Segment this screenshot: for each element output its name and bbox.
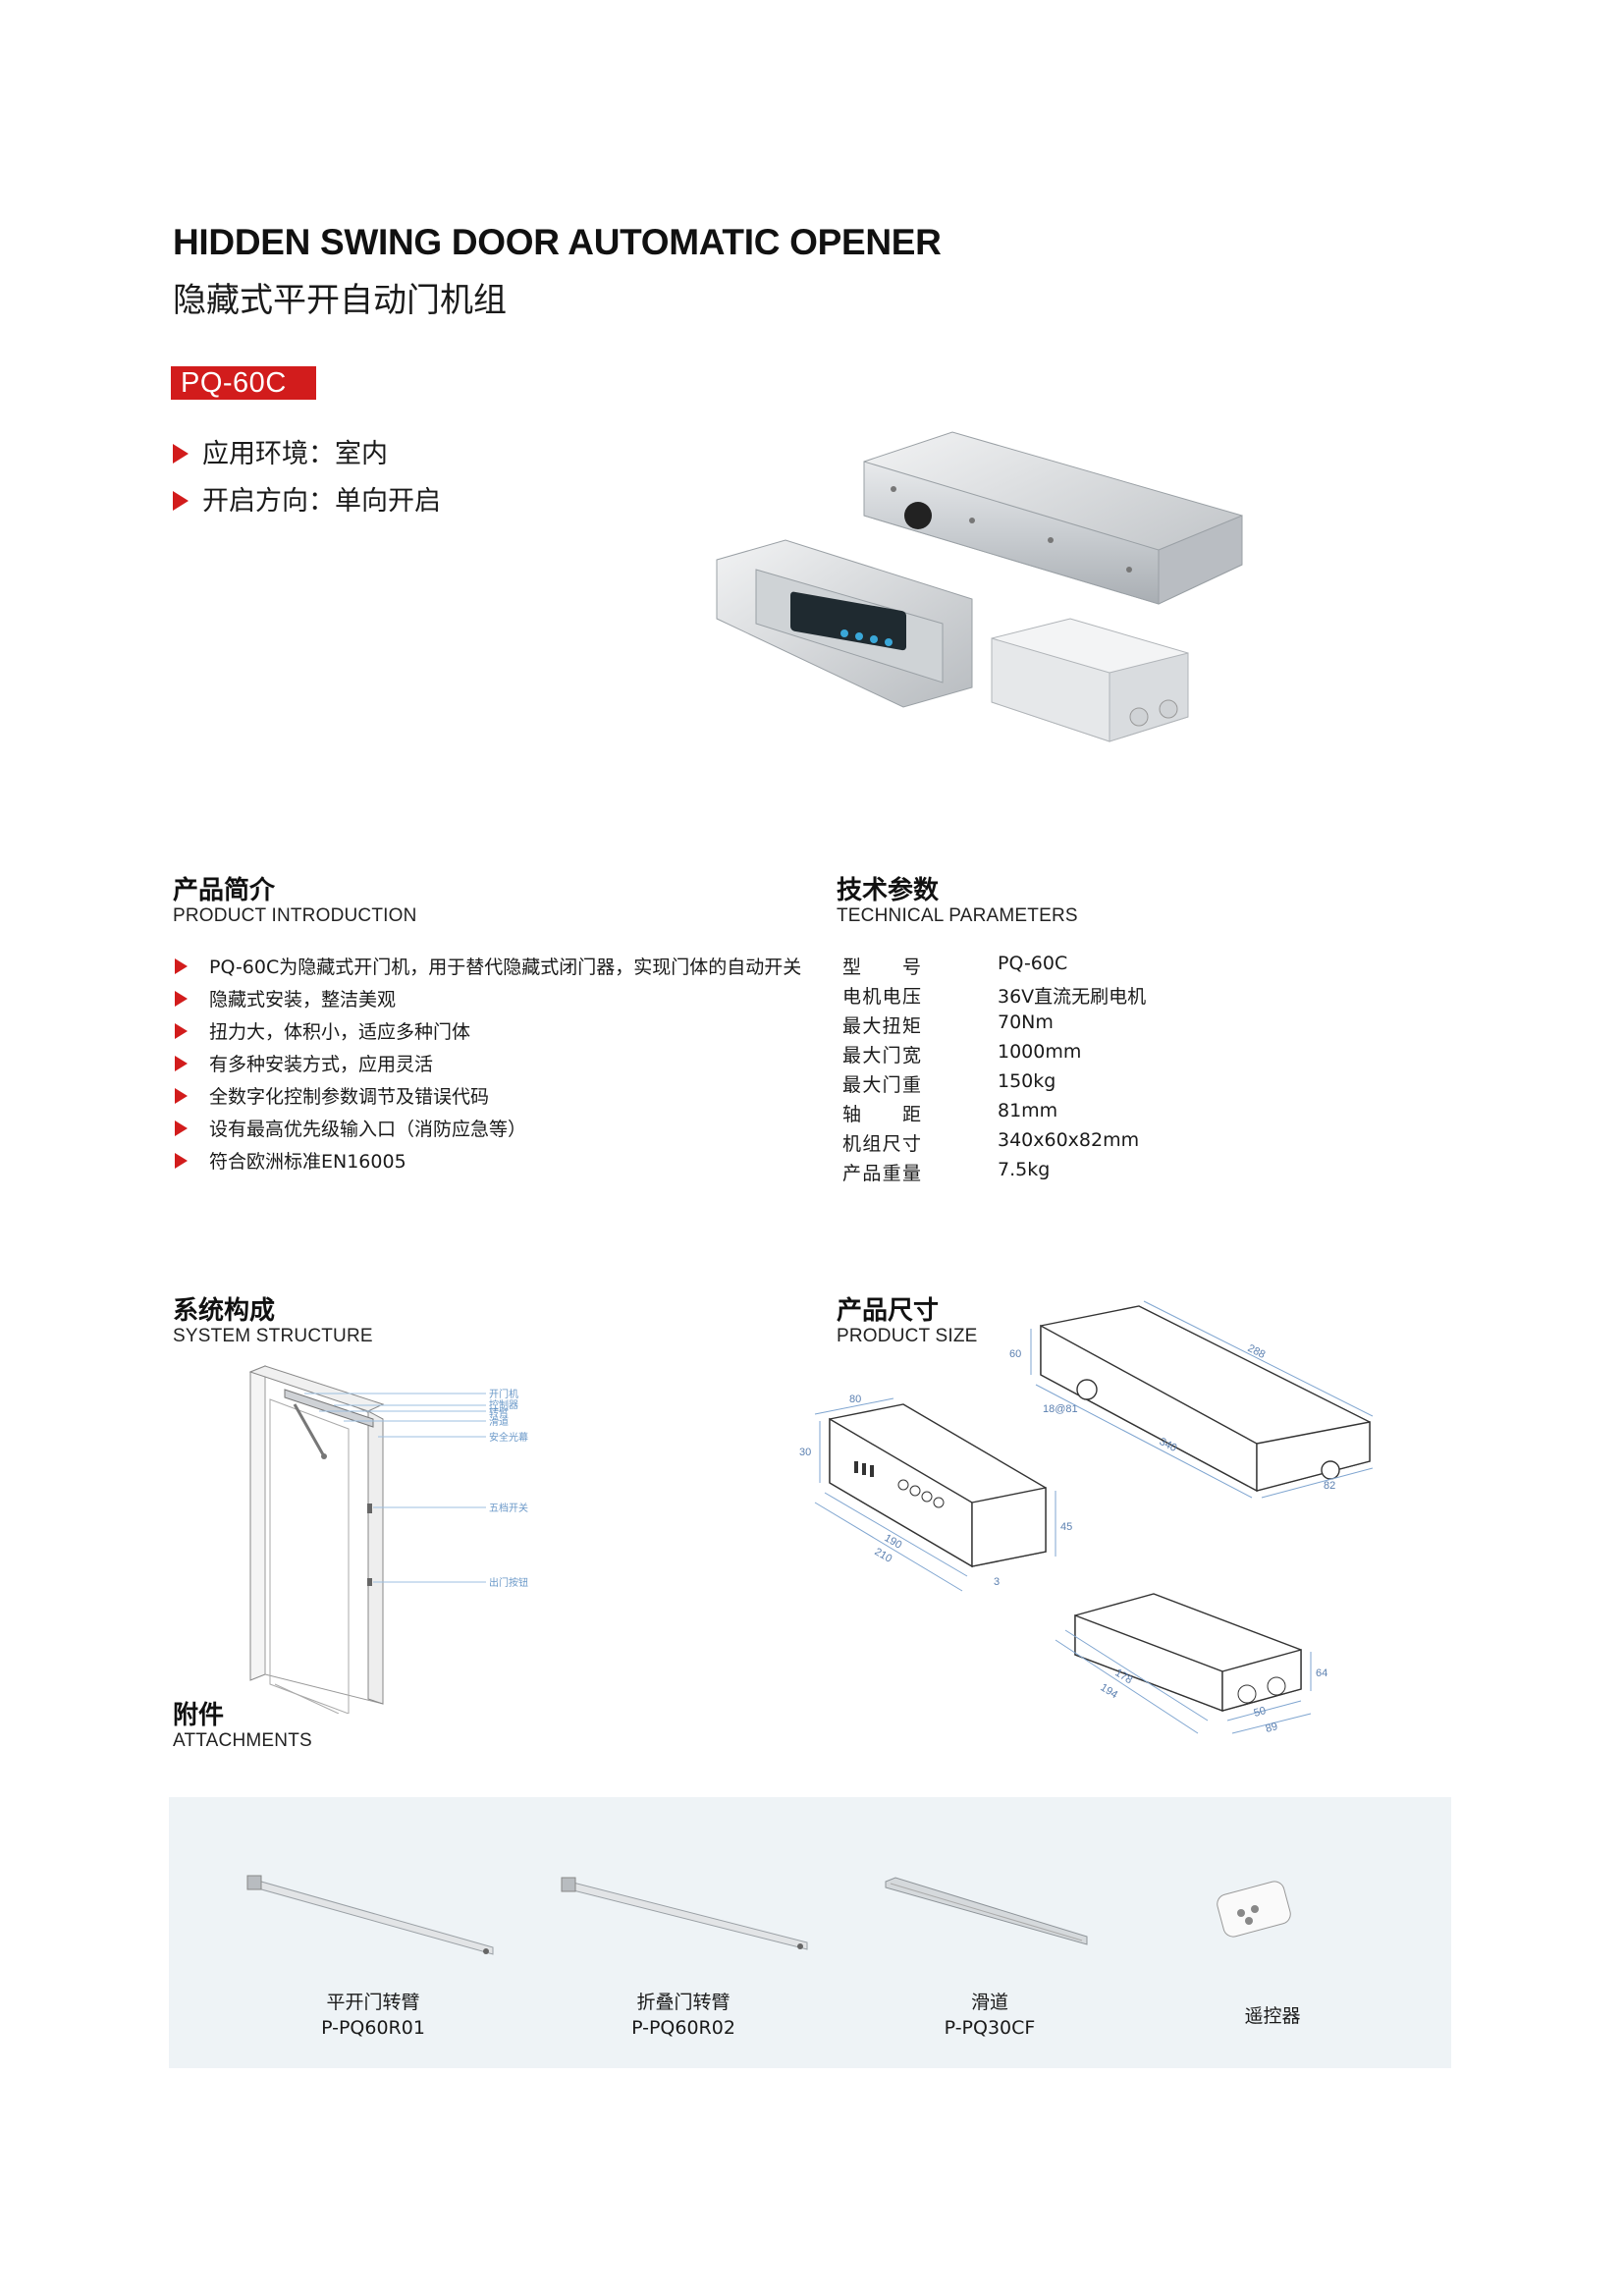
- attachment-item-remote: 遥控器: [1155, 2003, 1390, 2029]
- attachments-title-cn: 附件: [173, 1701, 225, 1730]
- param-key: 机组尺寸: [842, 1133, 921, 1155]
- remote-control-icon: [1217, 1881, 1291, 1938]
- param-key: 型号: [842, 957, 921, 978]
- dim-label: 50: [1253, 1705, 1268, 1720]
- intro-item: PQ-60C为隐藏式开门机，用于替代隐藏式闭门器，实现门体的自动开关: [175, 953, 801, 979]
- intro-item: 符合欧洲标准EN16005: [175, 1147, 406, 1174]
- attachment-code: P-PQ60R02: [631, 2017, 735, 2039]
- params-title-en: TECHNICAL PARAMETERS: [837, 905, 1078, 926]
- param-value: 340x60x82mm: [998, 1129, 1140, 1151]
- bullet-triangle-icon: [173, 444, 189, 464]
- intro-item: 隐藏式安装，整洁美观: [175, 985, 396, 1011]
- attachment-name: 遥控器: [1244, 2005, 1301, 2027]
- dim-label: 60: [1009, 1348, 1021, 1360]
- attachment-item-folding-arm: 折叠门转臂 P-PQ60R02: [566, 1990, 801, 2041]
- dim-label: 80: [849, 1394, 861, 1405]
- dim-label: 3: [994, 1576, 1000, 1588]
- param-value: 150kg: [998, 1070, 1056, 1092]
- dim-label: 89: [1265, 1721, 1279, 1735]
- model-badge: PQ-60C: [171, 366, 316, 400]
- product-photo: [716, 431, 1243, 742]
- folding-arm-icon: [561, 1877, 808, 1950]
- intro-title-en: PRODUCT INTRODUCTION: [173, 905, 417, 926]
- dim-label: 210: [873, 1546, 894, 1565]
- attachment-name: 折叠门转臂: [636, 1992, 731, 2013]
- swing-arm-icon: [246, 1875, 494, 1955]
- param-key: 产品重量: [842, 1163, 921, 1184]
- dim-label: 288: [1246, 1342, 1268, 1361]
- param-value: PQ-60C: [998, 953, 1068, 974]
- structure-label: 五档开关: [489, 1502, 528, 1514]
- intro-item: 有多种安装方式，应用灵活: [175, 1050, 433, 1076]
- attachments-title-en: ATTACHMENTS: [173, 1730, 312, 1751]
- intro-item: 扭力大，体积小，适应多种门体: [175, 1017, 470, 1044]
- param-value: 81mm: [998, 1100, 1058, 1121]
- structure-label: 滑道: [489, 1415, 509, 1428]
- system-structure-diagram: 开门机 控制器 转臂 滑道 安全光幕 五档开关 出门按钮: [248, 1365, 528, 1714]
- dim-label: 194: [1098, 1681, 1119, 1701]
- bullet-triangle-icon: [175, 1121, 188, 1136]
- attachment-item-slide-rail: 滑道 P-PQ30CF: [872, 1990, 1108, 2041]
- param-key: 轴距: [842, 1104, 921, 1125]
- structure-title-en: SYSTEM STRUCTURE: [173, 1326, 373, 1346]
- params-title-cn: 技术参数: [837, 876, 940, 905]
- bullet-triangle-icon: [173, 491, 189, 511]
- dim-label: 82: [1324, 1480, 1335, 1492]
- dim-label: 18@81: [1043, 1403, 1078, 1415]
- structure-label: 转臂: [489, 1406, 509, 1419]
- bullet-triangle-icon: [175, 1023, 188, 1039]
- structure-label: 控制器: [489, 1398, 518, 1411]
- dim-label: 64: [1316, 1667, 1327, 1679]
- structure-label: 安全光幕: [489, 1431, 528, 1444]
- slide-rail-icon: [885, 1877, 1088, 1945]
- param-key: 最大门宽: [842, 1045, 921, 1066]
- attachment-name: 滑道: [970, 1992, 1008, 2013]
- intro-title-cn: 产品简介: [173, 876, 276, 905]
- intro-item: 设有最高优先级输入口（消防应急等）: [175, 1115, 526, 1141]
- attachments-illustrations: [246, 1875, 1291, 1955]
- product-size-drawing: 288 60 18@81 340 82 80 30 190 210 45 3 6…: [799, 1300, 1374, 1735]
- dim-label: 30: [799, 1447, 811, 1458]
- dim-label: 45: [1060, 1521, 1072, 1533]
- attachment-code: P-PQ30CF: [944, 2017, 1036, 2039]
- param-value: 1000mm: [998, 1041, 1082, 1063]
- param-key: 最大门重: [842, 1074, 921, 1096]
- param-key: 电机电压: [842, 986, 921, 1008]
- size-title-cn: 产品尺寸: [837, 1296, 940, 1326]
- dim-label: 190: [883, 1532, 904, 1552]
- structure-title-cn: 系统构成: [173, 1296, 276, 1326]
- bullet-triangle-icon: [175, 991, 188, 1007]
- param-key: 最大扭矩: [842, 1015, 921, 1037]
- structure-label: 出门按钮: [489, 1576, 528, 1589]
- attachment-name: 平开门转臂: [326, 1992, 420, 2013]
- param-value: 7.5kg: [998, 1159, 1051, 1180]
- bullet-triangle-icon: [175, 1056, 188, 1071]
- bullet-triangle-icon: [175, 958, 188, 974]
- param-value: 70Nm: [998, 1011, 1054, 1033]
- attachment-code: P-PQ60R01: [321, 2017, 425, 2039]
- attachment-item-swing-arm: 平开门转臂 P-PQ60R01: [255, 1990, 491, 2041]
- feature-direction: 开启方向：单向开启: [173, 479, 441, 518]
- size-title-en: PRODUCT SIZE: [837, 1326, 978, 1346]
- feature-environment: 应用环境：室内: [173, 432, 388, 470]
- param-value: 36V直流无刷电机: [998, 986, 1147, 1008]
- page-title-en: HIDDEN SWING DOOR AUTOMATIC OPENER: [173, 222, 942, 262]
- page-title-cn: 隐藏式平开自动门机组: [173, 281, 507, 320]
- bullet-triangle-icon: [175, 1088, 188, 1104]
- bullet-triangle-icon: [175, 1153, 188, 1169]
- structure-label: 开门机: [489, 1388, 518, 1400]
- intro-item: 全数字化控制参数调节及错误代码: [175, 1082, 489, 1109]
